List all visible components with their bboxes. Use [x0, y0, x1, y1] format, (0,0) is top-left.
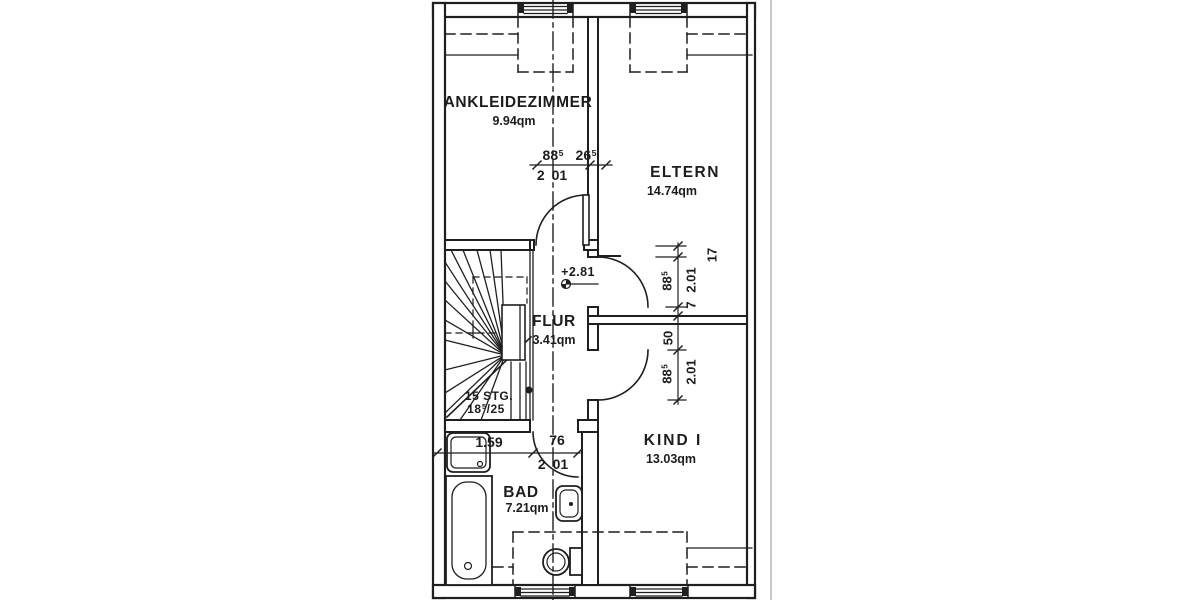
knee-wall-solid-lines — [444, 54, 753, 549]
bathtub — [445, 475, 493, 586]
room-label-ankleidezimmer: ANKLEIDEZIMMER — [443, 94, 593, 111]
dim-bad-door-width: 76 — [549, 432, 565, 448]
window-bottom-left — [514, 584, 576, 599]
hand-basin — [555, 485, 583, 522]
walking-line-dot — [525, 386, 533, 394]
dim-right-jamb: 50 — [660, 330, 676, 346]
room-label-flur: FLUR — [532, 313, 576, 330]
dim-chain-right — [655, 240, 687, 406]
toilet — [542, 547, 583, 576]
door-kind1 — [597, 349, 649, 401]
level-marker-value: +2.81 — [561, 265, 595, 279]
stairs-steps-label: 15 STG. — [464, 389, 514, 403]
dim-right-mid-offset: 7 — [683, 301, 699, 309]
door-eltern — [597, 255, 649, 308]
room-area-eltern: 14.74qm — [646, 184, 698, 198]
room-area-kind1: 13.03qm — [645, 452, 697, 466]
room-label-kind1: KIND I — [643, 432, 703, 449]
door-ankleidezimmer — [535, 194, 590, 246]
room-area-ankleidezimmer: 9.94qm — [492, 114, 536, 128]
dim-line-bad — [431, 447, 584, 459]
dim-right-top-offset: 17 — [704, 247, 720, 263]
interior-walls — [444, 16, 748, 586]
dim-top-door-width: 885 — [542, 147, 564, 163]
dim-line-top-door — [529, 159, 613, 171]
room-area-flur: 3.41qm — [532, 333, 576, 347]
staircase — [444, 249, 534, 421]
window-top-left — [517, 2, 574, 18]
dim-top-door-pier: 265 — [575, 147, 597, 163]
dim-right-door2-width: 885 — [659, 364, 675, 384]
dim-right-door1-height: 2.01 — [683, 267, 699, 293]
window-bottom-right — [629, 584, 689, 599]
level-marker-icon — [560, 278, 599, 290]
room-area-bad: 7.21qm — [505, 501, 549, 515]
window-top-right — [629, 2, 688, 18]
door-bad — [532, 431, 579, 478]
dim-vanity-width: 1.59 — [475, 434, 503, 450]
room-label-bad: BAD — [503, 484, 539, 501]
stairs-rise-tread-label: 185/25 — [467, 402, 505, 416]
room-label-eltern: ELTERN — [650, 164, 720, 181]
dim-right-door1-width: 885 — [659, 271, 675, 291]
dim-right-door2-height: 2.01 — [683, 359, 699, 385]
